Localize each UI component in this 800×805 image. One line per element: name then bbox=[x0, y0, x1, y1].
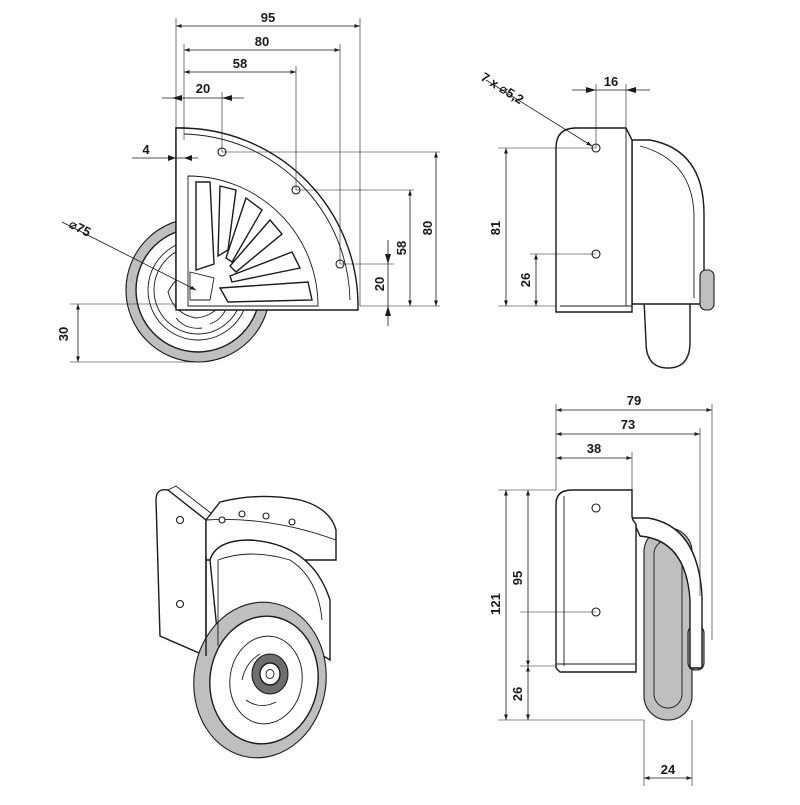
dim-front-height-20: 20 bbox=[372, 277, 387, 291]
dim-front-width-95: 95 bbox=[261, 10, 275, 25]
dim-front-width-4: 4 bbox=[142, 142, 150, 157]
dim-side-bottom-height-95: 95 bbox=[510, 571, 525, 585]
dim-side-bottom-height-26: 26 bbox=[510, 687, 525, 701]
side-bottom-plate bbox=[555, 489, 637, 673]
side-bottom-hole-1 bbox=[591, 503, 601, 513]
side-top-dimensions bbox=[485, 79, 650, 307]
dim-side-bottom-width-79: 79 bbox=[627, 393, 641, 408]
isometric-view bbox=[155, 485, 337, 759]
side-view-bottom: 79 73 38 121 95 26 24 bbox=[488, 393, 713, 786]
iso-back-plate bbox=[155, 489, 207, 658]
dim-side-top-width-16: 16 bbox=[604, 74, 618, 89]
dim-front-width-20: 20 bbox=[196, 81, 210, 96]
side-bottom-dimensions bbox=[498, 404, 713, 786]
dim-holes-spec: 7 x ⌀5,2 bbox=[478, 69, 526, 107]
front-dimensions bbox=[61, 18, 440, 363]
iso-wheel bbox=[193, 601, 327, 759]
dim-side-bottom-width-73: 73 bbox=[621, 417, 635, 432]
dim-front-height-80: 80 bbox=[420, 221, 435, 235]
front-housing-ribs bbox=[187, 175, 319, 307]
dim-side-top-height-81: 81 bbox=[488, 221, 503, 235]
front-quarter-plate bbox=[175, 127, 359, 311]
dim-front-height-58: 58 bbox=[394, 241, 409, 255]
side-top-plate bbox=[555, 127, 633, 313]
side-view-top: 7 x ⌀5,2 16 81 26 bbox=[478, 69, 715, 369]
side-top-hood bbox=[631, 139, 705, 305]
dim-front-width-80: 80 bbox=[255, 34, 269, 49]
side-top-axle-boss bbox=[699, 269, 715, 311]
dim-side-top-height-26: 26 bbox=[518, 273, 533, 287]
side-bottom-hood bbox=[630, 517, 703, 669]
dim-front-height-30: 30 bbox=[56, 327, 71, 341]
front-view: 95 80 58 20 4 ⌀75 30 20 58 80 bbox=[56, 10, 440, 363]
dim-side-bottom-width-24: 24 bbox=[661, 762, 676, 777]
dim-side-bottom-width-38: 38 bbox=[587, 441, 601, 456]
dim-front-width-58: 58 bbox=[233, 56, 247, 71]
side-top-tire bbox=[643, 299, 691, 369]
dim-side-bottom-height-121: 121 bbox=[488, 593, 503, 615]
